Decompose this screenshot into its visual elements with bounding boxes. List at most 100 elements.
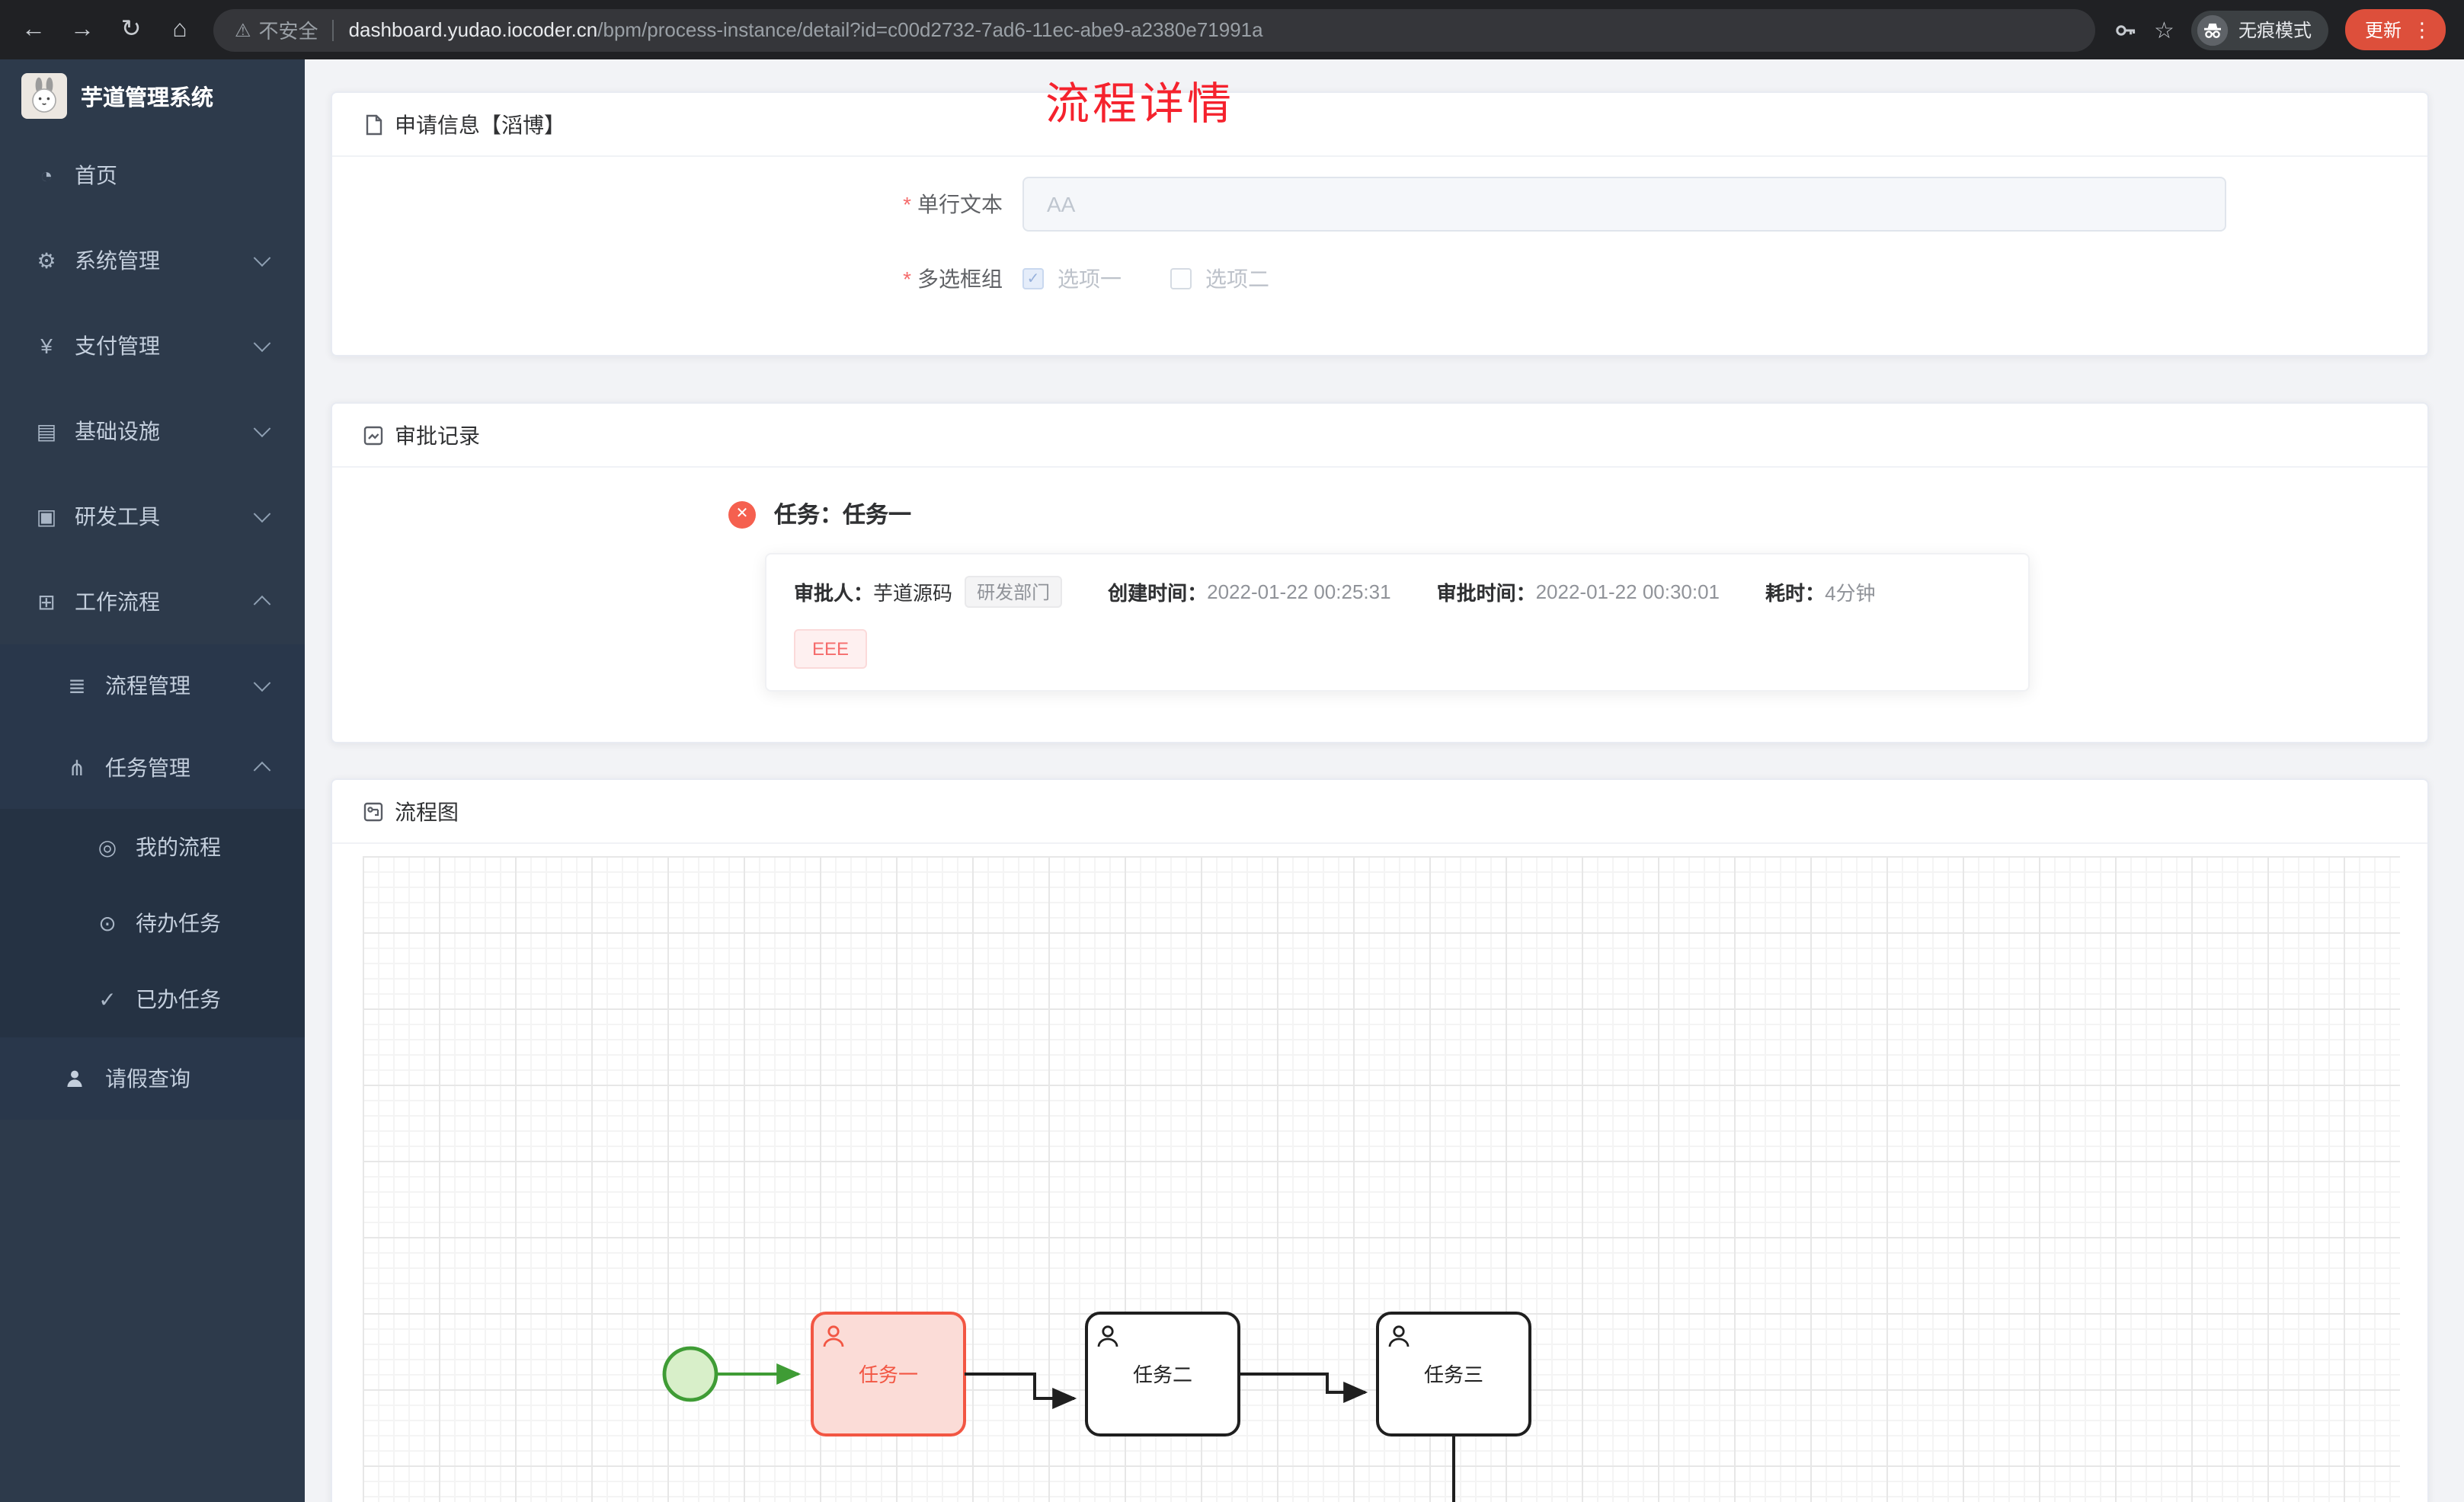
chevron-down-icon <box>253 420 271 438</box>
star-icon[interactable]: ☆ <box>2154 18 2174 43</box>
bpmn-diagram: 任务一 任务二 <box>662 1312 1531 1502</box>
incognito-icon <box>2196 13 2229 46</box>
form-row-checkbox-group: *多选框组 ✓ 选项一 选项二 <box>332 251 2427 306</box>
bpmn-task-1[interactable]: 任务一 <box>811 1312 966 1436</box>
address-bar[interactable]: ⚠ 不安全 dashboard.yudao.iocoder.cn/bpm/pro… <box>213 8 2095 51</box>
update-button[interactable]: 更新 ⋮ <box>2344 9 2446 50</box>
sidebar-item-label: 系统管理 <box>75 248 160 273</box>
sidebar-item-label: 基础设施 <box>75 419 160 443</box>
process-diagram-card-body: 任务一 任务二 <box>332 844 2427 1502</box>
approval-records-card-body: ✕ 任务：任务一 审批人： 芋道源码 研发部门 创建时间： <box>332 498 2427 692</box>
home-button[interactable]: ⌂ <box>158 8 201 51</box>
approval-detail-card: 审批人： 芋道源码 研发部门 创建时间： 2022-01-22 00:25:31… <box>765 553 2030 692</box>
checkbox-option-two[interactable]: 选项二 <box>1170 264 1269 294</box>
incognito-label: 无痕模式 <box>2238 20 2312 41</box>
gear-icon: ⚙ <box>37 248 56 272</box>
records-icon <box>363 424 384 446</box>
bpmn-flow-task1-to-task2 <box>965 1373 1077 1409</box>
process-diagram-card: 流程图 <box>331 778 2429 1502</box>
bpmn-canvas[interactable]: 任务一 任务二 <box>363 856 2400 1502</box>
forward-button[interactable]: → <box>61 8 104 51</box>
bpmn-task-3[interactable]: 任务三 <box>1376 1312 1531 1436</box>
create-time-group: 创建时间： 2022-01-22 00:25:31 <box>1108 577 1390 606</box>
url-path: /bpm/process-instance/detail?id=c00d2732… <box>597 18 1263 41</box>
checkbox-group-label: *多选框组 <box>903 267 1003 291</box>
sidebar-item-todo-tasks[interactable]: ⊙ 待办任务 <box>0 885 305 961</box>
back-button[interactable]: ← <box>12 8 55 51</box>
browser-nav-buttons: ← → ↻ ⌂ <box>12 8 201 51</box>
browser-toolbar: ← → ↻ ⌂ ⚠ 不安全 dashboard.yudao.iocoder.cn… <box>0 0 2464 59</box>
approver-group: 审批人： 芋道源码 研发部门 <box>794 576 1063 608</box>
reason-tag: EEE <box>794 629 868 669</box>
bpmn-task-2[interactable]: 任务二 <box>1085 1312 1240 1436</box>
sidebar-item-done-tasks[interactable]: ✓ 已办任务 <box>0 961 305 1037</box>
key-icon[interactable] <box>2113 18 2137 42</box>
checkbox-checked-icon: ✓ <box>1022 268 1044 289</box>
sidebar-item-system-management[interactable]: ⚙ 系统管理 <box>0 218 305 303</box>
check-icon: ✓ <box>98 986 117 1011</box>
apply-info-card-title: 申请信息【滔博】 <box>395 112 565 136</box>
app-logo-avatar <box>21 73 67 119</box>
sidebar-item-task-management[interactable]: ⋔ 任务管理 <box>0 727 305 809</box>
approval-reason-row: EEE <box>794 629 2001 669</box>
sidebar-item-workflow[interactable]: ⊞ 工作流程 <box>0 559 305 644</box>
diagram-icon <box>363 801 384 822</box>
devtools-icon: ▣ <box>36 503 57 528</box>
dept-tag: 研发部门 <box>965 576 1063 608</box>
checkbox-option-label: 选项一 <box>1058 267 1122 291</box>
duration-value: 4分钟 <box>1825 582 1876 605</box>
sidebar-item-leave-query[interactable]: 请假查询 <box>0 1037 305 1120</box>
approval-task-title: 任务：任务一 <box>774 503 912 529</box>
document-icon <box>363 113 384 135</box>
approver-name: 芋道源码 <box>873 582 953 605</box>
reload-button[interactable]: ↻ <box>110 8 152 51</box>
approve-time-group: 审批时间： 2022-01-22 00:30:01 <box>1437 577 1720 606</box>
sidebar-item-label: 支付管理 <box>75 334 160 358</box>
sidebar-item-label: 流程管理 <box>105 673 190 698</box>
sidebar-item-label: 请假查询 <box>105 1066 190 1091</box>
chevron-down-icon <box>253 674 271 692</box>
chevron-down-icon <box>253 249 271 267</box>
approval-records-card-title: 审批记录 <box>395 423 480 447</box>
app-title: 芋道管理系统 <box>81 86 213 110</box>
approve-time-label: 审批时间： <box>1436 582 1536 605</box>
sidebar-item-label: 首页 <box>75 163 117 187</box>
sidebar-item-label: 任务管理 <box>105 756 190 780</box>
chevron-up-icon <box>253 761 271 779</box>
sidebar-item-payment-management[interactable]: ¥ 支付管理 <box>0 303 305 388</box>
main-content: 流程详情 申请信息【滔博】 *单行文本 AA <box>305 59 2464 1502</box>
process-list-icon: ≣ <box>68 673 86 697</box>
sidebar-item-dev-tools[interactable]: ▣ 研发工具 <box>0 474 305 559</box>
checkbox-option-one[interactable]: ✓ 选项一 <box>1022 264 1122 294</box>
app-logo-row[interactable]: 芋道管理系统 <box>0 59 305 133</box>
sidebar-item-label: 我的流程 <box>136 835 221 859</box>
single-line-text-label: *单行文本 <box>903 192 1003 216</box>
form-row-single-line-text: *单行文本 AA <box>332 177 2427 232</box>
single-line-text-input[interactable]: AA <box>1022 177 2226 232</box>
not-secure-warning-icon: ⚠ <box>235 19 251 40</box>
sidebar-item-label: 已办任务 <box>136 987 221 1011</box>
task-branch-icon: ⋔ <box>68 755 86 779</box>
user-task-icon <box>1102 1325 1114 1337</box>
input-placeholder: AA <box>1047 192 1076 216</box>
kebab-menu-icon: ⋮ <box>2412 18 2432 41</box>
workflow-icon: ⊞ <box>37 589 56 613</box>
apply-info-card: 申请信息【滔博】 *单行文本 AA *多选框组 ✓ <box>331 91 2429 356</box>
sidebar-item-home[interactable]: ◔ 首页 <box>0 133 305 218</box>
sidebar-item-process-management[interactable]: ≣ 流程管理 <box>0 644 305 727</box>
approve-time-value: 2022-01-22 00:30:01 <box>1535 580 1720 603</box>
yen-icon: ¥ <box>40 334 53 358</box>
page-title: 流程详情 <box>1045 81 1235 129</box>
sidebar-item-infrastructure[interactable]: ▤ 基础设施 <box>0 388 305 474</box>
checkbox-group: ✓ 选项一 选项二 <box>1022 251 1269 306</box>
bpmn-start-event[interactable] <box>662 1346 718 1402</box>
bpmn-task-3-label: 任务三 <box>1424 1363 1483 1386</box>
url-text: dashboard.yudao.iocoder.cn/bpm/process-i… <box>349 18 1263 41</box>
sidebar-item-label: 待办任务 <box>136 911 221 935</box>
chevron-down-icon <box>253 505 271 523</box>
process-diagram-card-header: 流程图 <box>332 780 2427 844</box>
checkbox-option-label: 选项二 <box>1205 267 1269 291</box>
bpmn-task-2-label: 任务二 <box>1133 1363 1192 1386</box>
sidebar-item-my-process[interactable]: ◎ 我的流程 <box>0 809 305 885</box>
